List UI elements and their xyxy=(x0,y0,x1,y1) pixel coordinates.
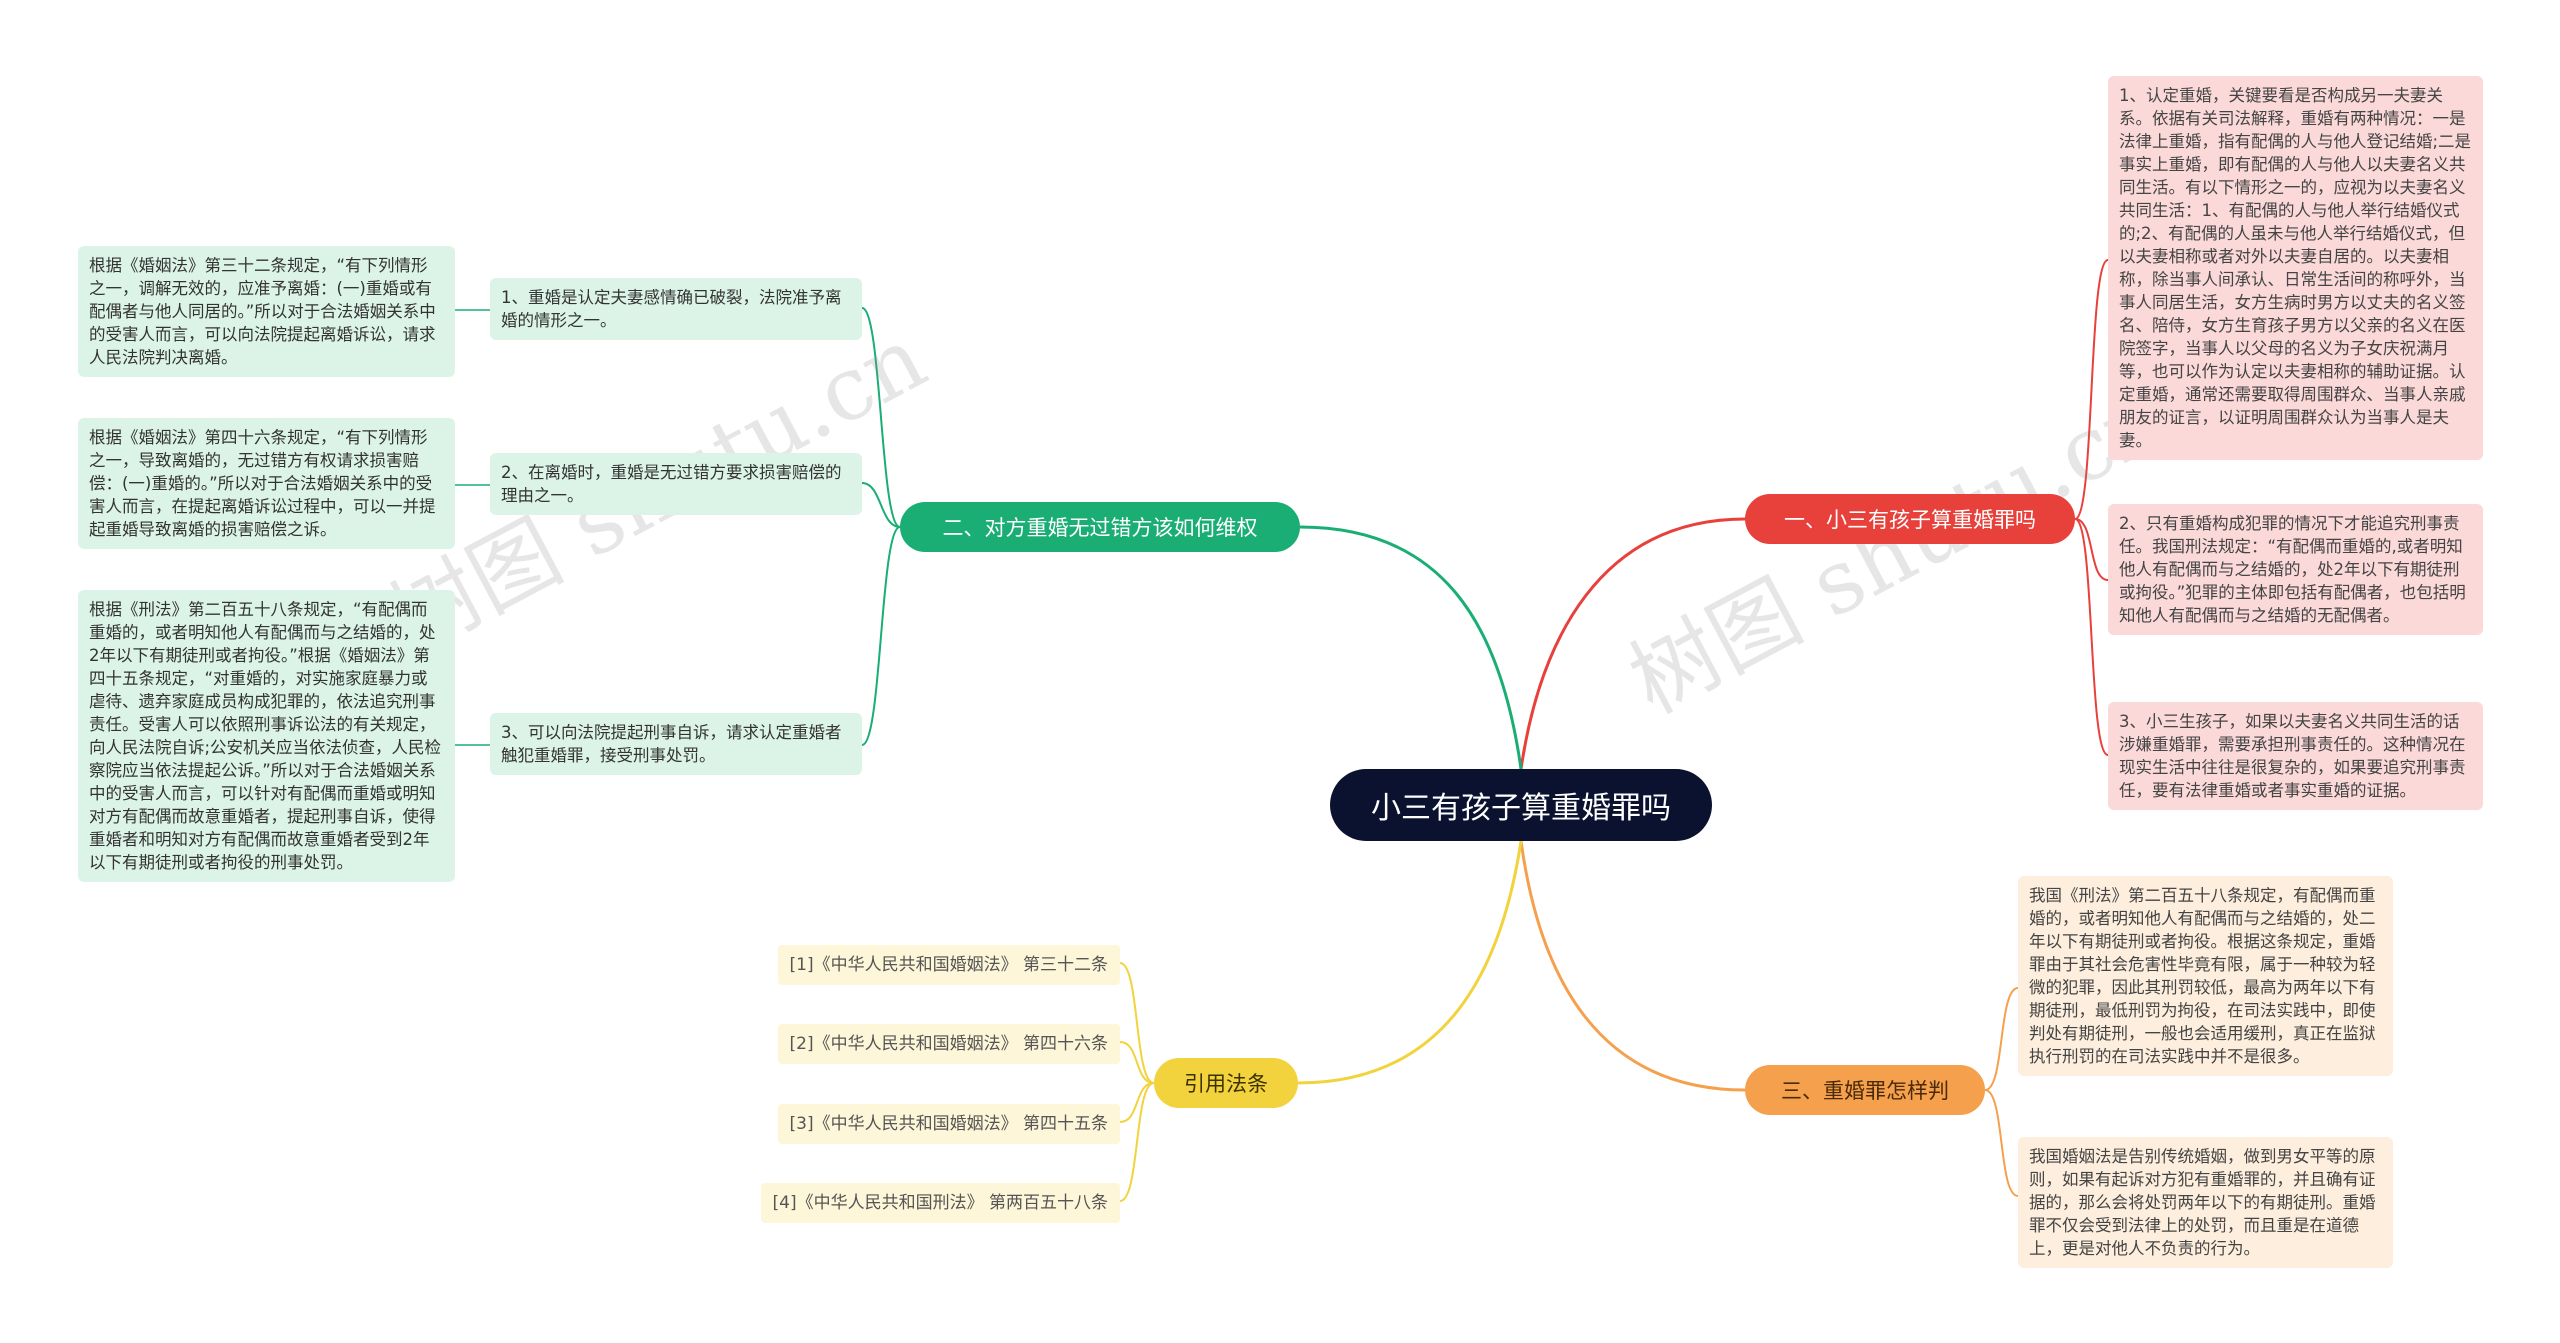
branch-three-note-2[interactable]: 我国婚姻法是告别传统婚姻，做到男女平等的原则，如果有起诉对方犯有重婚罪的，并且确… xyxy=(2018,1137,2393,1268)
branch-two-item-3[interactable]: 3、可以向法院提起刑事自诉，请求认定重婚者触犯重婚罪，接受刑事处罚。 xyxy=(490,713,862,775)
link-orange-note2 xyxy=(1984,1089,2019,1197)
branch-three-note-1[interactable]: 我国《刑法》第二百五十八条规定，有配偶而重婚的，或者明知他人有配偶而与之结婚的，… xyxy=(2018,876,2393,1076)
link-orange-note1 xyxy=(1984,987,2019,1091)
law-item-4[interactable]: [4]《中华人民共和国刑法》 第两百五十八条 xyxy=(760,1183,1120,1223)
link-root-orange xyxy=(1519,840,1746,1092)
law-item-1[interactable]: [1]《中华人民共和国婚姻法》 第三十二条 xyxy=(777,945,1120,985)
link-green-item1 xyxy=(861,307,901,528)
link-yellow-law3 xyxy=(1119,1082,1155,1123)
branch-one-note-1[interactable]: 1、认定重婚，关键要看是否构成另一夫妻关系。依据有关司法解释，重婚有两种情况：一… xyxy=(2108,76,2483,460)
branch-two-item-2[interactable]: 2、在离婚时，重婚是无过错方要求损害赔偿的理由之一。 xyxy=(490,453,862,515)
link-red-note2 xyxy=(2074,518,2109,581)
branch-two-item-3-detail[interactable]: 根据《刑法》第二百五十八条规定，“有配偶而重婚的，或者明知他人有配偶而与之结婚的… xyxy=(78,590,455,882)
branch-two-item-1-detail[interactable]: 根据《婚姻法》第三十二条规定，“有下列情形之一，调解无效的，应准予离婚：(一)重… xyxy=(78,246,455,377)
branch-one-note-2[interactable]: 2、只有重婚构成犯罪的情况下才能追究刑事责任。我国刑法规定：“有配偶而重婚的,或… xyxy=(2108,504,2483,635)
link-yellow-law1 xyxy=(1119,962,1155,1084)
link-yellow-law2 xyxy=(1119,1041,1155,1084)
branch-law[interactable]: 引用法条 xyxy=(1154,1058,1298,1108)
link-green-item2 xyxy=(861,482,901,528)
link-yellow-law4 xyxy=(1119,1082,1155,1202)
branch-two-item-2-detail[interactable]: 根据《婚姻法》第四十六条规定，“有下列情形之一，导致离婚的，无过错方有权请求损害… xyxy=(78,418,455,549)
link-red-note1 xyxy=(2074,259,2109,520)
branch-two-item-1[interactable]: 1、重婚是认定夫妻感情确已破裂，法院准予离婚的情形之一。 xyxy=(490,278,862,340)
root-topic[interactable]: 小三有孩子算重婚罪吗 xyxy=(1330,769,1712,841)
law-item-2[interactable]: [2]《中华人民共和国婚姻法》 第四十六条 xyxy=(777,1024,1120,1064)
branch-one[interactable]: 一、小三有孩子算重婚罪吗 xyxy=(1745,494,2075,544)
branch-three[interactable]: 三、重婚罪怎样判 xyxy=(1745,1065,1985,1115)
branch-one-note-3[interactable]: 3、小三生孩子，如果以夫妻名义共同生活的话涉嫌重婚罪，需要承担刑事责任的。这种情… xyxy=(2108,702,2483,810)
link-root-red xyxy=(1519,517,1746,770)
link-red-note3 xyxy=(2074,518,2109,756)
link-root-yellow xyxy=(1297,840,1523,1085)
link-root-green xyxy=(1299,525,1523,770)
law-item-3[interactable]: [3]《中华人民共和国婚姻法》 第四十五条 xyxy=(777,1104,1120,1144)
link-green-item3 xyxy=(861,526,901,746)
branch-two[interactable]: 二、对方重婚无过错方该如何维权 xyxy=(900,502,1300,552)
